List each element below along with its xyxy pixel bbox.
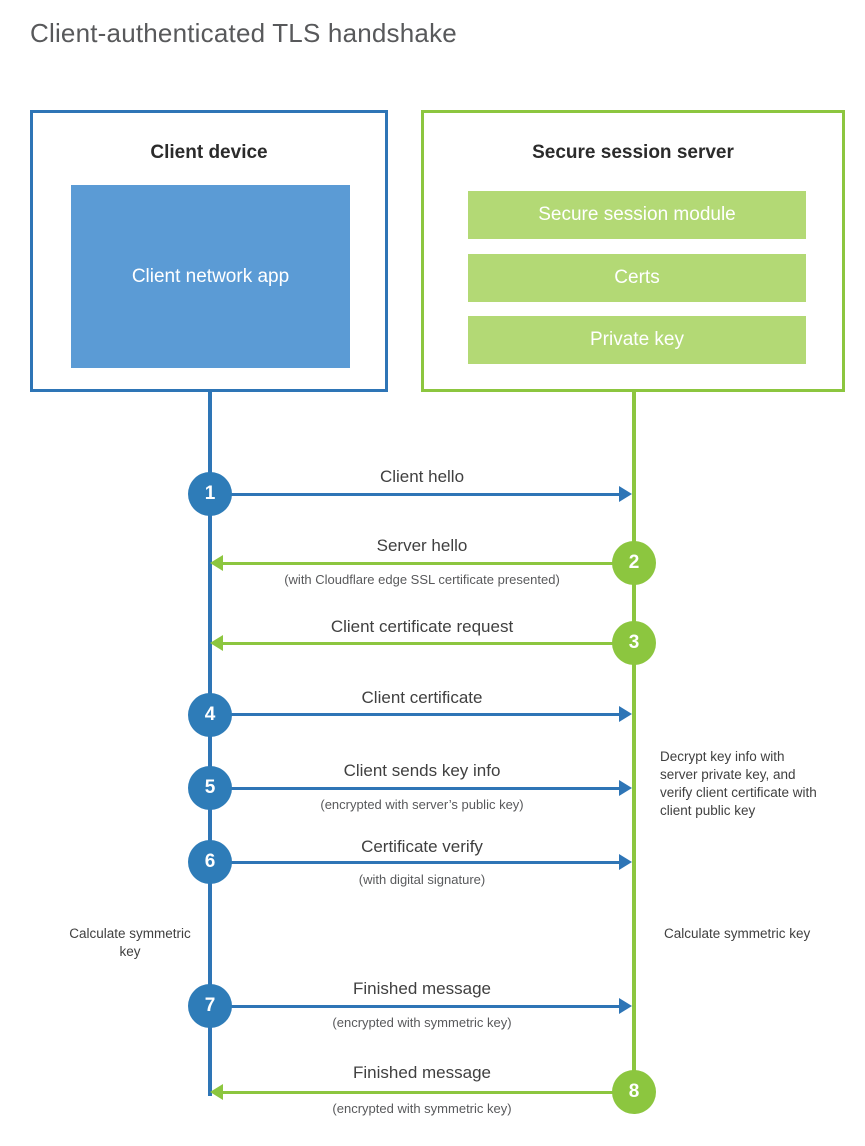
- step-3-arrow-line: [223, 642, 634, 645]
- client-network-app-block: Client network app: [71, 185, 350, 368]
- step-3-label: Client certificate request: [330, 617, 514, 636]
- step-3-badge[interactable]: 3: [612, 621, 656, 665]
- server-component-secure-session-module: Secure session module: [468, 191, 806, 239]
- secure-session-server-box: Secure session server Secure session mod…: [421, 110, 845, 392]
- step-7-label: Finished message: [353, 979, 491, 998]
- step-7-arrow-head-icon: [619, 998, 632, 1014]
- step-8-sublabel: (encrypted with symmetric key): [332, 1101, 512, 1116]
- server-lifeline: [632, 392, 636, 1092]
- step-2-badge[interactable]: 2: [612, 541, 656, 585]
- client-device-box: Client device Client network app: [30, 110, 388, 392]
- step-2-arrow-head-icon: [210, 555, 223, 571]
- server-calculate-symmetric-key-note: Calculate symmetric key: [664, 926, 811, 941]
- client-calculate-symmetric-key-note: Calculate symmetric key: [69, 926, 191, 959]
- step-1-arrow-head-icon: [619, 486, 632, 502]
- step-7-badge[interactable]: 7: [188, 984, 232, 1028]
- step-1-label: Client hello: [379, 467, 465, 486]
- step-4-arrow-head-icon: [619, 706, 632, 722]
- step-4-arrow-line: [210, 713, 619, 716]
- step-5-label: Client sends key info: [343, 761, 501, 780]
- step-8-arrow-head-icon: [210, 1084, 223, 1100]
- client-device-title: Client device: [150, 142, 268, 163]
- secure-session-server-title: Secure session server: [532, 142, 734, 163]
- step-6-arrow-line: [210, 861, 619, 864]
- step-1-arrow-line: [210, 493, 619, 496]
- step-5-arrow-head-icon: [619, 780, 632, 796]
- step-4-badge[interactable]: 4: [188, 693, 232, 737]
- step-2-arrow-line: [223, 562, 634, 565]
- step-7-sublabel: (encrypted with symmetric key): [332, 1015, 512, 1030]
- step-8-badge[interactable]: 8: [612, 1070, 656, 1114]
- step-4-label: Client certificate: [361, 688, 483, 707]
- step-5-badge[interactable]: 5: [188, 766, 232, 810]
- server-component-certs: Certs: [468, 254, 806, 302]
- step-2-label: Server hello: [376, 536, 468, 555]
- step-1-badge[interactable]: 1: [188, 472, 232, 516]
- step-5-sublabel: (encrypted with server’s public key): [320, 797, 524, 812]
- step-8-label: Finished message: [353, 1063, 491, 1082]
- step-2-sublabel: (with Cloudflare edge SSL certificate pr…: [284, 572, 560, 587]
- step-8-arrow-line: [223, 1091, 634, 1094]
- step-6-label: Certificate verify: [361, 837, 483, 856]
- step-5-arrow-line: [210, 787, 619, 790]
- step-7-arrow-line: [210, 1005, 619, 1008]
- step-6-badge[interactable]: 6: [188, 840, 232, 884]
- step-3-arrow-head-icon: [210, 635, 223, 651]
- server-decrypt-note: Decrypt key info with server private key…: [660, 749, 817, 818]
- step-6-sublabel: (with digital signature): [358, 872, 486, 887]
- page-title: Client-authenticated TLS handshake: [30, 18, 457, 48]
- step-6-arrow-head-icon: [619, 854, 632, 870]
- server-component-private-key: Private key: [468, 316, 806, 364]
- client-lifeline: [208, 392, 212, 1096]
